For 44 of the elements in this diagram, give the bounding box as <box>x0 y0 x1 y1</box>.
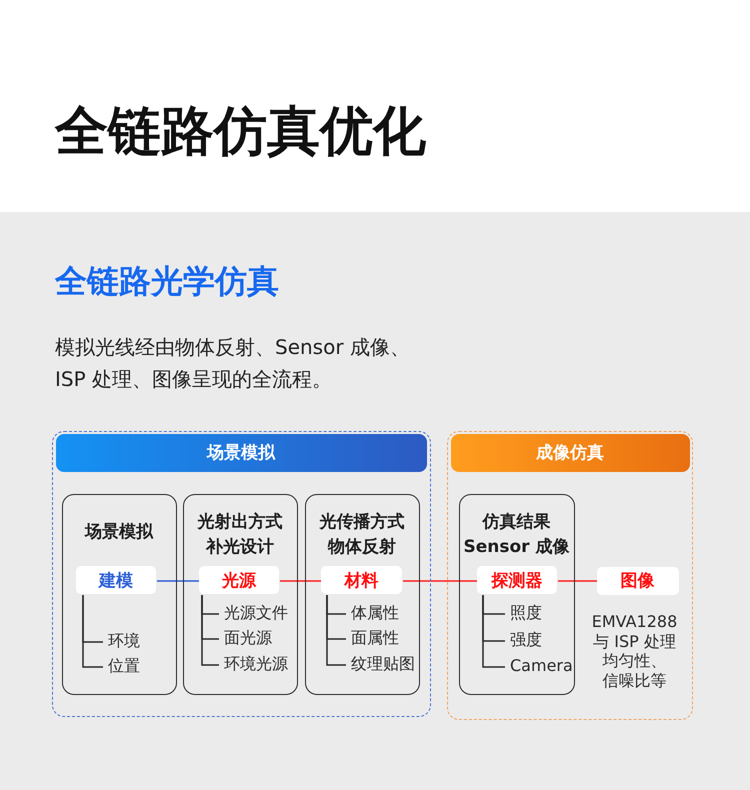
keyword-tag: 图像 <box>596 566 678 594</box>
branch-label: 照度 <box>504 602 542 624</box>
stage-card <box>182 494 298 694</box>
branch-label: 面属性 <box>345 627 399 649</box>
connector-line <box>280 580 322 582</box>
tree-line <box>201 595 219 666</box>
intro-paragraph: 模拟光线经由物体反射、Sensor 成像、ISP 处理、图像呈现的全流程。 <box>55 335 410 391</box>
branch-label: 位置 <box>102 655 140 677</box>
header-band: 成像仿真 <box>450 434 690 472</box>
stage-card <box>304 494 420 694</box>
header-band: 场景模拟 <box>56 434 426 472</box>
tree-line <box>482 595 505 668</box>
card-title: 物体反射 <box>328 537 396 557</box>
tree-line <box>82 595 103 668</box>
branch-label: 环境光源 <box>218 653 288 675</box>
page-title: 全链路仿真优化 <box>55 101 426 162</box>
connector-line <box>403 580 478 582</box>
keyword-tag: 建模 <box>76 566 156 594</box>
branch-label: 强度 <box>504 629 542 651</box>
branch-label: 体属性 <box>345 602 399 624</box>
connector-line <box>558 580 597 582</box>
branch-label: 面光源 <box>218 627 272 649</box>
branch-label: 环境 <box>102 630 140 652</box>
tree-line <box>326 595 346 666</box>
keyword-tag: 光源 <box>199 566 279 594</box>
card-title: 光传播方式 <box>320 512 404 532</box>
note-text: EMVA1288 与 ISP 处理 <box>592 612 678 650</box>
branch-label: 光源文件 <box>218 602 288 624</box>
card-title: 补光设计 <box>206 537 274 557</box>
section-heading: 全链路光学仿真 <box>55 262 279 300</box>
branch-label: 纹理贴图 <box>345 653 415 675</box>
note-text: 均匀性、信噪比等 <box>602 650 666 690</box>
stage-card <box>62 494 176 694</box>
card-title: 仿真结果 <box>482 512 550 532</box>
card-title: 光射出方式 <box>198 512 282 532</box>
card-title: Sensor 成像 <box>464 537 570 557</box>
keyword-tag: 探测器 <box>477 566 557 594</box>
stage-card <box>458 494 574 694</box>
keyword-tag: 材料 <box>321 566 402 594</box>
connector-line <box>157 580 200 582</box>
branch-label: Camera <box>504 655 573 677</box>
group-frame <box>447 431 693 720</box>
group-frame <box>52 431 431 717</box>
card-title: 场景模拟 <box>85 522 153 542</box>
